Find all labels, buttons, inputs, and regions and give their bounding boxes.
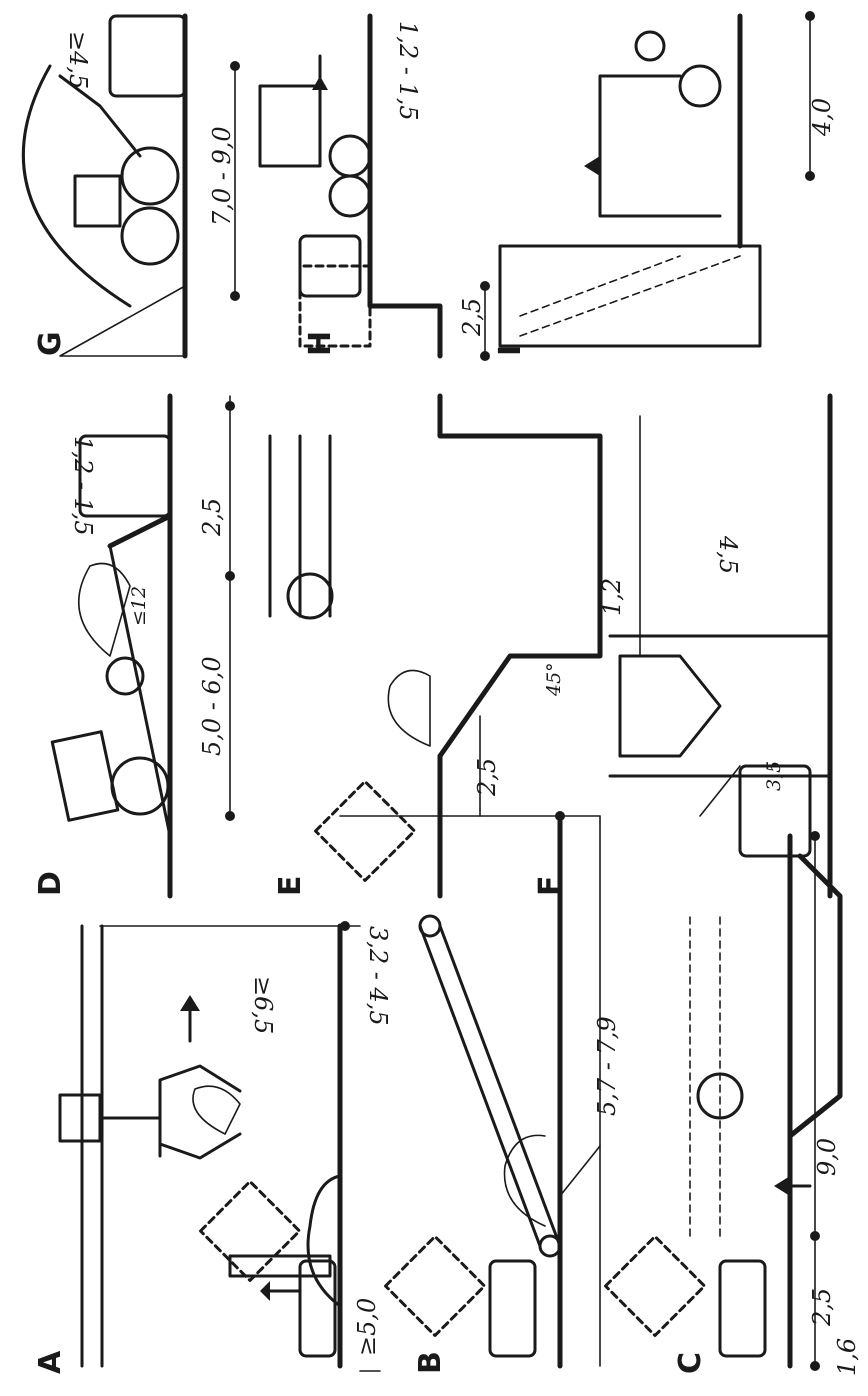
dim-i-height: 4,0 xyxy=(808,98,836,137)
panel-e: E 2,5 45° xyxy=(268,393,603,899)
dim-f-height: 4,5 xyxy=(714,535,742,574)
dim-g-height: ≥4,5 xyxy=(64,31,92,89)
panel-f: F 1,2 4,5 3,5 xyxy=(533,393,833,899)
dim-e-angle: 45° xyxy=(543,662,565,697)
trailer-icon-b xyxy=(488,1259,537,1358)
dim-g-length: 7,0 - 9,0 xyxy=(208,126,236,226)
silo-tower-icon xyxy=(498,244,762,348)
tractor-front-wheel-icon xyxy=(105,656,145,696)
panel-label-h: H xyxy=(303,331,338,356)
dim-b-height: 3,2 - 4,5 xyxy=(364,926,392,1026)
panel-d: D 1,2 - 1,5 2,5 5,0 - 6,0 ≤12 xyxy=(33,393,235,899)
dim-h-height: 1,2 - 1,5 xyxy=(394,21,422,121)
crane-trolley-icon xyxy=(58,1093,102,1143)
dim-d-width: 2,5 xyxy=(198,498,226,537)
pump-icon xyxy=(678,64,722,108)
panel-h: H 1,2 - 1,5 2,5 xyxy=(258,13,490,361)
panel-label-g: G xyxy=(33,331,68,356)
loader-wheel-2-icon xyxy=(120,146,180,206)
dim-h-width: 2,5 xyxy=(458,298,486,337)
panel-a: A ≥6,5 ≥5,0 xyxy=(33,921,381,1374)
dim-a-height: ≥6,5 xyxy=(249,976,277,1034)
dim-e-width: 2,5 xyxy=(473,758,501,797)
panel-label-c: C xyxy=(673,1352,708,1374)
dim-a-width: ≥5,0 xyxy=(353,1298,381,1356)
dim-d-slope: ≤12 xyxy=(128,586,150,626)
hopper-icon xyxy=(618,654,722,758)
panel-label-a: A xyxy=(33,1350,68,1374)
dim-b-length: 5,7 - 7,9 xyxy=(593,1016,621,1116)
elevator-drum-icon xyxy=(286,572,334,620)
trailer-icon xyxy=(298,1259,337,1358)
loader-wheel-1-icon xyxy=(120,206,180,266)
grab-bucket-icon xyxy=(158,1064,242,1160)
panel-i: I 4,0 xyxy=(493,11,836,356)
dim-f-width: 3,5 xyxy=(763,761,785,791)
panel-label-d: D xyxy=(33,871,68,896)
dim-d-length: 5,0 - 6,0 xyxy=(198,656,226,756)
panel-label-f: F xyxy=(533,876,568,897)
panel-label-i: I xyxy=(493,345,528,356)
dim-c-length: 9,0 xyxy=(813,1138,841,1176)
panel-label-b: B xyxy=(413,1351,448,1374)
dim-f-a: 1,2 xyxy=(598,578,626,616)
panel-label-e: E xyxy=(273,876,308,897)
panel-g: G ≥4,5 7,0 - 9,0 xyxy=(21,13,240,359)
panel-b: B 3,2 - 4,5 5,7 - 7,9 xyxy=(339,811,621,1374)
dim-c-depth: 1,6 xyxy=(833,1338,861,1376)
bale-stack-icon xyxy=(258,84,322,168)
dim-d-height: 1,2 - 1,5 xyxy=(69,436,97,536)
panel-c: C 2,5 9,0 1,6 xyxy=(604,831,861,1376)
dim-c-width: 2,5 xyxy=(808,1288,836,1327)
